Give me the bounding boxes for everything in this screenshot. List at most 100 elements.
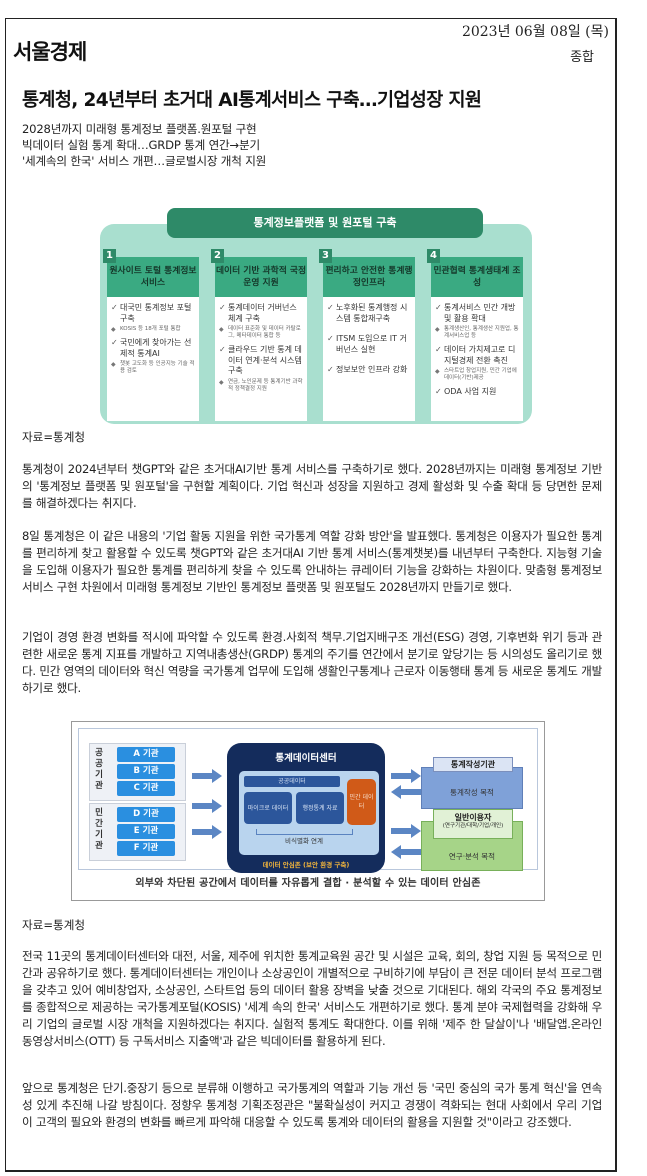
pillar-column: 원사이트 토털 통계정보서비스 1 ✓대국민 통계정보 포털 구축 ◆KOSIS… (103, 249, 203, 421)
pillar-column: 데이터 기반 과학적 국정운영 지원 2 ✓통계데이터 거버넌스체계 구축 ◆데… (211, 249, 311, 421)
diamond-bullet-icon: ◆ (435, 326, 440, 333)
center-title: 통계데이터센터 (275, 753, 337, 764)
agency-a: A 기관 (117, 747, 175, 762)
diamond-bullet-icon: ◆ (219, 326, 224, 333)
agency-f: F 기관 (117, 841, 175, 856)
stat-producer-title: 통계작성기관 (433, 757, 513, 772)
agency-e: E 기관 (117, 824, 175, 839)
diagram-frame: 공공기관 A 기관 B 기관 C 기관 민간기관 D 기관 E 기관 F 기관 … (78, 728, 538, 873)
check-icon: ✓ (327, 334, 334, 343)
infographic-banner: 통계정보플랫폼 및 원포털 구축 (167, 208, 483, 238)
figure-caption: 자료=통계청 (22, 430, 86, 444)
group-label: 공공기관 (95, 748, 103, 791)
pillar-column: 편리하고 안전한 통계행정인프라 3 ✓노후화된 통계행정 시스템 통합재구축 … (319, 249, 419, 421)
subheadline: '세계속의 한국' 서비스 개편…글로벌시장 개척 지원 (22, 154, 267, 168)
pillar-item: ✓ODA 사업 지원 (435, 387, 497, 396)
subheadline: 빅데이터 실험 통계 확대…GRDP 통계 연간→분기 (22, 138, 260, 152)
pillar-item: ✓대국민 통계정보 포털 구축 (111, 303, 192, 323)
section-label: 종합 (570, 50, 594, 65)
paragraph: 앞으로 통계청은 단기.중장기 등으로 분류해 이행하고 국가통계의 역할과 기… (22, 1081, 602, 1129)
data-center-diagram: 공공기관 A 기관 B 기관 C 기관 민간기관 D 기관 E 기관 F 기관 … (71, 721, 545, 901)
check-icon: ✓ (219, 345, 226, 354)
center-inner: 공공데이터 마이크로 데이터 행정통계 자료 민간 데이터 비식별화 연계 (239, 771, 379, 855)
check-icon: ✓ (327, 303, 334, 312)
paragraph: 8일 통계청은 이 같은 내용의 '기업 활동 지원을 위한 국가통계 역할 강… (22, 529, 602, 594)
check-icon: ✓ (327, 365, 334, 374)
private-data-box: 민간 데이터 (347, 779, 376, 825)
pillar-body: ✓대국민 통계정보 포털 구축 ◆KOSIS 등 18개 포털 통합 ✓국민에게… (107, 297, 199, 421)
pillar-subitem: ◆연금, 노인문제 등 통계기반 과학적 정책결정 지원 (219, 378, 303, 392)
micro-data-box: 마이크로 데이터 (244, 792, 292, 824)
pillar-item: ✓ITSM 도입으로 IT 거버넌스 실현 (327, 334, 407, 354)
pillar-subitem: ◆KOSIS 등 18개 포털 통합 (111, 326, 181, 333)
article-page: 2023년 06월 08일 (목) 서울경제 종합 통계청, 24년부터 초거대… (5, 18, 617, 1172)
pillar-title: 데이터 기반 과학적 국정운영 지원 (215, 257, 307, 297)
general-user-title: 일반이용자 (454, 813, 492, 822)
pillar-title: 민관협력 통계생태계 조성 (431, 257, 523, 297)
general-user-subtitle: (연구기관/대학/기업/개인) (442, 823, 504, 829)
pillar-title: 원사이트 토털 통계정보서비스 (107, 257, 199, 297)
pillar-item: ✓정보보안 인프라 강화 (327, 365, 408, 374)
link-label: 비식별화 연계 (285, 837, 323, 845)
diamond-bullet-icon: ◆ (111, 361, 116, 368)
pillar-number: 2 (211, 249, 224, 263)
subheadlines: 2028년까지 미래형 통계정보 플랫폼.원포털 구현 빅데이터 실험 통계 확… (22, 121, 266, 169)
pillar-body: ✓통계서비스 민간 개방 및 활용 확대 ◆통계생산인, 통계생산 지원업, 통… (431, 297, 523, 421)
newspaper-name: 서울경제 (13, 40, 87, 64)
check-icon: ✓ (435, 387, 442, 396)
general-user-header: 일반이용자 (연구기관/대학/기업/개인) (433, 809, 513, 839)
safe-zone-label: 데이터 안심존 (보안 환경 구축) (262, 861, 350, 869)
paragraph: 전국 11곳의 통계데이터센터와 대전, 서울, 제주에 위치한 통계교육원 공… (22, 949, 602, 1048)
publish-date: 2023년 06월 08일 (목) (461, 24, 609, 40)
arrow-left-icon (391, 845, 421, 859)
subheadline: 2028년까지 미래형 통계정보 플랫폼.원포털 구현 (22, 122, 257, 136)
stat-producer-box: 통계작성 목적 통계작성기관 (421, 757, 523, 809)
pillar-subitem: ◆데이터 표준화 및 데이터 카탈로그, 메타데이터 통합 등 (219, 326, 301, 339)
infographic-platform: 통계정보플랫폼 및 원포털 구축 원사이트 토털 통계정보서비스 1 ✓대국민 … (95, 204, 545, 426)
admin-data-box: 행정통계 자료 (296, 792, 344, 824)
agency-d: D 기관 (117, 807, 175, 822)
pillar-subitem: ◆통계생산인, 통계생산 지원업, 통계서비스업 등 (435, 326, 519, 339)
diagram-caption: 외부와 차단된 공간에서 데이터를 자유롭게 결합 · 분석할 수 있는 데이터… (135, 878, 481, 889)
pillar-number: 1 (103, 249, 116, 263)
paragraph: 기업이 경영 환경 변화를 적시에 파악할 수 있도록 환경.사회적 책무.기업… (22, 630, 602, 695)
arrow-right-icon (192, 799, 222, 813)
group-label: 민간기관 (95, 808, 103, 851)
public-agency-group: 공공기관 A 기관 B 기관 C 기관 (89, 743, 186, 801)
headline: 통계청, 24년부터 초거대 AI통계서비스 구축…기업성장 지원 (22, 90, 482, 111)
check-icon: ✓ (435, 345, 442, 354)
pillar-item: ✓통계데이터 거버넌스체계 구축 (219, 303, 297, 323)
private-agency-group: 민간기관 D 기관 E 기관 F 기관 (89, 803, 186, 861)
check-icon: ✓ (435, 303, 442, 312)
diamond-bullet-icon: ◆ (219, 378, 224, 386)
arrow-left-icon (391, 785, 421, 799)
pillar-subitem: ◆챗봇 고도화 등 인공지능 기술 적용 검토 (111, 361, 195, 374)
pillar-title: 편리하고 안전한 통계행정인프라 (323, 257, 415, 297)
check-icon: ✓ (219, 303, 226, 312)
arrow-right-icon (391, 824, 421, 838)
pillar-item: ✓통계서비스 민간 개방 및 활용 확대 (435, 303, 516, 323)
check-icon: ✓ (111, 303, 118, 312)
agency-b: B 기관 (117, 764, 175, 779)
pillar-body: ✓노후화된 통계행정 시스템 통합재구축 ✓ITSM 도입으로 IT 거버넌스 … (323, 297, 415, 421)
pillar-body: ✓통계데이터 거버넌스체계 구축 ◆데이터 표준화 및 데이터 카탈로그, 메타… (215, 297, 307, 421)
pillar-number: 4 (427, 249, 440, 263)
arrow-right-icon (391, 769, 421, 783)
diamond-bullet-icon: ◆ (435, 368, 440, 375)
pillar-item: ✓데이터 가치제고로 디지털경제 전환 촉진 (435, 345, 516, 365)
figure-caption: 자료=통계청 (22, 918, 86, 932)
pillar-item: ✓노후화된 통계행정 시스템 통합재구축 (327, 303, 408, 323)
pillar-item: ✓국민에게 찾아가는 선제적 통계AI (111, 338, 192, 358)
public-data-box: 공공데이터 (244, 776, 340, 787)
check-icon: ✓ (111, 338, 118, 347)
diamond-bullet-icon: ◆ (111, 326, 116, 333)
pillar-column: 민관협력 통계생태계 조성 4 ✓통계서비스 민간 개방 및 활용 확대 ◆통계… (427, 249, 527, 421)
stat-producer-purpose: 통계작성 목적 (421, 767, 523, 809)
general-user-box: 연구·분석 목적 일반이용자 (연구기관/대학/기업/개인) (421, 809, 523, 871)
stat-data-center: 통계데이터센터 공공데이터 마이크로 데이터 행정통계 자료 민간 데이터 비식… (227, 743, 385, 873)
paragraph: 통계청이 2024년부터 챗GPT와 같은 초거대AI기반 통계 서비스를 구축… (22, 462, 602, 510)
pillar-item: ✓클라우드 기반 통계 데이터 연계·분석 시스템 구축 (219, 345, 302, 375)
link-connector (256, 829, 353, 835)
pillar-number: 3 (319, 249, 332, 263)
arrow-right-icon (192, 769, 222, 783)
